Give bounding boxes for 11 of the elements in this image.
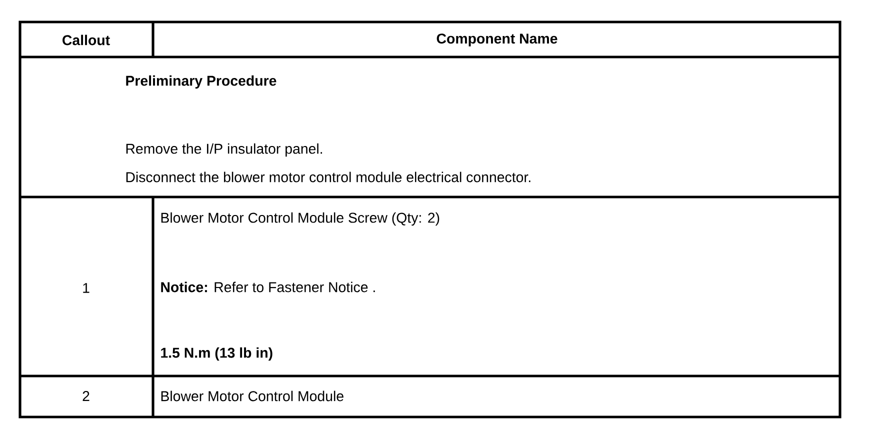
procedure-step: Remove the I/P insulator panel. <box>126 143 322 157</box>
notice-text: Notice: Refer to Fastener Notice . <box>161 282 375 292</box>
callout-number: 2 <box>82 391 90 401</box>
procedure-step: Disconnect the blower motor control module electrical connector. <box>126 172 530 182</box>
section-heading: Preliminary Procedure <box>126 75 276 89</box>
column-header: Component Name <box>436 34 558 46</box>
torque-value: 1.5 N.m (13 lb in) <box>161 347 272 361</box>
callout-number: 1 <box>83 283 90 293</box>
component-name: Blower Motor Control Module <box>161 390 344 402</box>
component-name: Blower Motor Control Module Screw (Qty: 2) <box>161 212 440 226</box>
column-header: Callout <box>62 34 110 46</box>
